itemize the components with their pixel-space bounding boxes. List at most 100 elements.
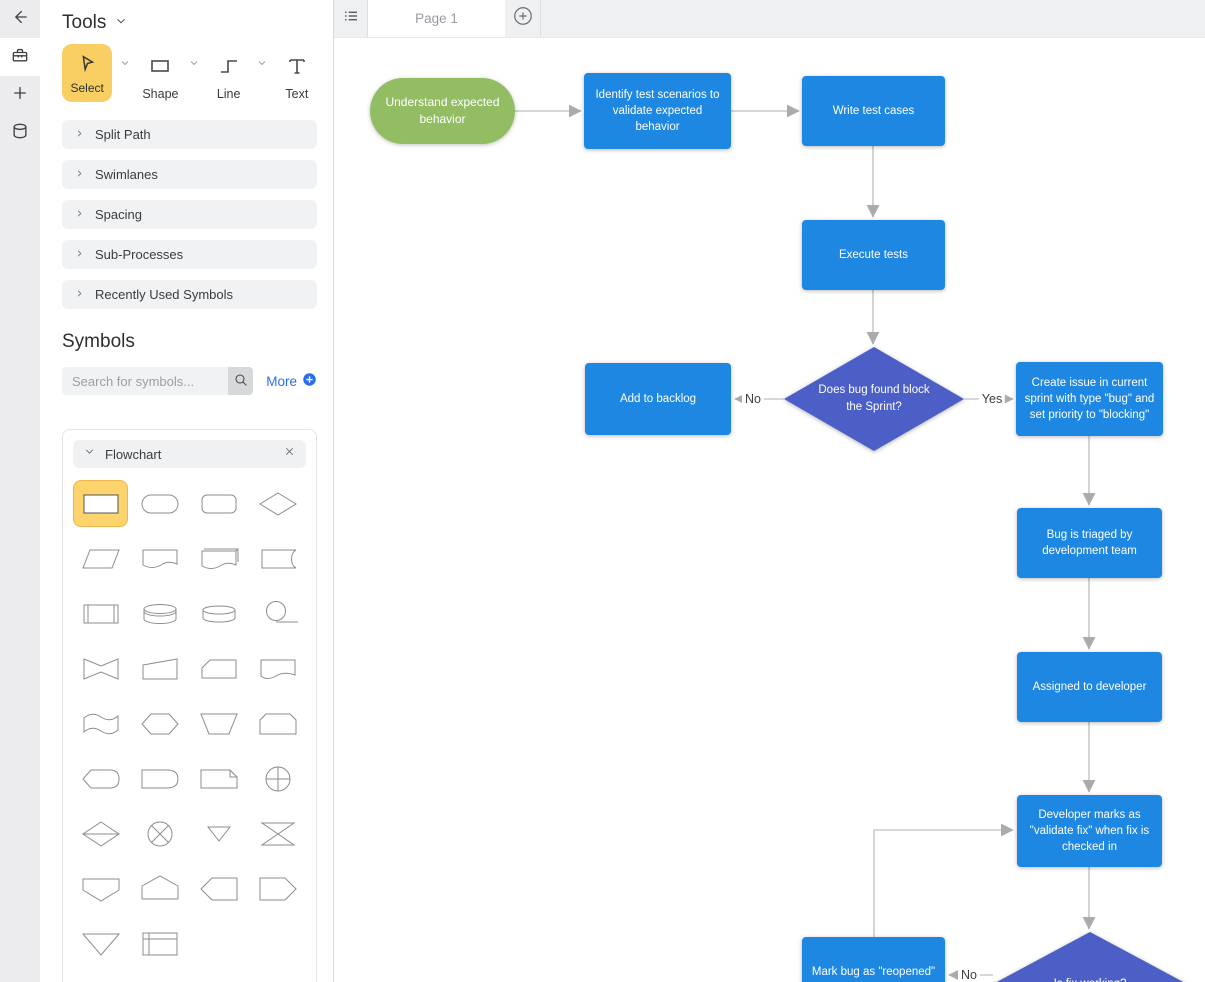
palette-shape-terminator[interactable] [132, 480, 187, 527]
palette-shape-document-sag[interactable] [251, 645, 306, 692]
select-tool-button[interactable]: Select [62, 44, 113, 102]
palette-shape-preparation[interactable] [132, 700, 187, 747]
palette-shape-data-parallelogram[interactable] [73, 535, 128, 582]
palette-shape-extract-small[interactable] [192, 810, 247, 857]
symbol-search-input[interactable] [62, 367, 228, 395]
section-label: Sub-Processes [95, 247, 184, 262]
palette-shape-merge[interactable] [73, 920, 128, 967]
line-tool-button[interactable]: Line [209, 54, 249, 101]
tools-header[interactable]: Tools [62, 12, 317, 34]
page-list-icon [342, 7, 360, 30]
node-backlog[interactable]: Add to backlog [585, 363, 731, 435]
add-page-button[interactable] [505, 0, 541, 37]
tab-page-1[interactable]: Page 1 [368, 0, 505, 37]
shape-palette-grid [73, 480, 306, 967]
toolbox-rail-button[interactable] [0, 38, 40, 76]
palette-shape-decision[interactable] [251, 480, 306, 527]
palette-shape-display[interactable] [73, 755, 128, 802]
section-sub-processes[interactable]: Sub-Processes [62, 240, 317, 269]
chevron-down-icon [114, 12, 128, 34]
section-label: Split Path [95, 127, 151, 142]
palette-shape-point-right[interactable] [251, 865, 306, 912]
node-write-tests[interactable]: Write test cases [802, 76, 945, 146]
palette-shape-manual-input[interactable] [132, 645, 187, 692]
tools-title: Tools [62, 12, 107, 33]
back-rail-button[interactable] [0, 0, 40, 38]
palette-shape-connector-line[interactable] [251, 590, 306, 637]
palette-group-title: Flowchart [105, 446, 162, 462]
edge-label-decision-create: Yes [978, 392, 1006, 406]
node-identify[interactable]: Identify test scenarios to validate expe… [584, 73, 731, 149]
tool-label: Line [216, 87, 241, 101]
tool-label: Select [70, 80, 104, 95]
palette-shape-point-left[interactable] [192, 865, 247, 912]
palette-shape-alternate-process[interactable] [192, 480, 247, 527]
node-label: Does bug found block the Sprint? [818, 384, 930, 413]
node-fix-working[interactable]: Is fix working? [993, 932, 1187, 982]
section-swimlanes[interactable]: Swimlanes [62, 160, 317, 189]
palette-shape-loop-limit-down[interactable] [73, 865, 128, 912]
edge-label-fixworking-reopened: No [958, 968, 980, 982]
more-symbols-link[interactable]: More [266, 372, 317, 390]
flowchart-palette-header[interactable]: Flowchart [73, 440, 306, 468]
node-understand[interactable]: Understand expected behavior [370, 78, 515, 144]
palette-shape-manual-operation[interactable] [192, 700, 247, 747]
chevron-right-icon [74, 166, 95, 184]
section-recently-used-symbols[interactable]: Recently Used Symbols [62, 280, 317, 309]
line-dropdown-chevron[interactable] [256, 56, 268, 74]
palette-shape-note-card[interactable] [192, 755, 247, 802]
palette-shape-collate[interactable] [251, 810, 306, 857]
data-rail-button[interactable] [0, 114, 40, 152]
palette-shape-stored-data[interactable] [251, 535, 306, 582]
section-split-path[interactable]: Split Path [62, 120, 317, 149]
palette-shape-paper-tape[interactable] [73, 700, 128, 747]
symbol-search-row: More [62, 367, 317, 395]
page-list-button[interactable] [334, 0, 368, 37]
palette-shape-process[interactable] [73, 480, 129, 527]
section-spacing[interactable]: Spacing [62, 200, 317, 229]
palette-shape-direct-access-storage[interactable] [192, 590, 247, 637]
palette-shape-collate-horizontal[interactable] [73, 645, 128, 692]
chevron-down-icon [256, 56, 268, 73]
palette-shape-summing-junction[interactable] [132, 810, 187, 857]
node-bug-blocks[interactable]: Does bug found block the Sprint? [784, 347, 964, 451]
node-triage[interactable]: Bug is triaged by development team [1017, 508, 1162, 578]
node-assigned[interactable]: Assigned to developer [1017, 652, 1162, 722]
palette-shape-off-page-beveled[interactable] [251, 700, 306, 747]
node-create-issue[interactable]: Create issue in current sprint with type… [1016, 362, 1163, 436]
palette-shape-house-up[interactable] [132, 865, 187, 912]
tool-label: Shape [142, 87, 179, 101]
close-icon[interactable] [283, 445, 296, 463]
symbols-title: Symbols [62, 331, 135, 352]
shape-dropdown-chevron[interactable] [188, 56, 200, 74]
chevron-down-icon [188, 56, 200, 73]
palette-shape-sort[interactable] [73, 810, 128, 857]
node-execute-tests[interactable]: Execute tests [802, 220, 945, 290]
add-rail-button[interactable] [0, 76, 40, 114]
shape-tool-button[interactable]: Shape [140, 54, 180, 101]
palette-shape-predefined-process[interactable] [73, 590, 128, 637]
rectangle-icon [148, 54, 172, 83]
cursor-icon [76, 52, 98, 79]
palette-shape-internal-storage[interactable] [132, 920, 187, 967]
text-tool-button[interactable]: Text [277, 54, 317, 101]
palette-shape-delay[interactable] [132, 755, 187, 802]
search-button[interactable] [228, 367, 254, 395]
plus-icon [10, 83, 30, 108]
chevron-right-icon [74, 126, 95, 144]
palette-shape-circle-cross[interactable] [251, 755, 306, 802]
palette-shape-card[interactable] [192, 645, 247, 692]
node-validate-fix[interactable]: Developer marks as "validate fix" when f… [1017, 795, 1162, 867]
palette-shape-magnetic-disk[interactable] [132, 590, 187, 637]
toolbox-icon [10, 45, 30, 70]
palette-shape-multiple-documents[interactable] [192, 535, 247, 582]
palette-shape-document[interactable] [132, 535, 187, 582]
node-reopened[interactable]: Mark bug as "reopened" [802, 937, 945, 982]
more-label: More [266, 373, 297, 389]
arrow-left-icon [10, 7, 30, 32]
add-page-icon [512, 5, 534, 32]
select-dropdown-chevron[interactable] [119, 56, 131, 74]
